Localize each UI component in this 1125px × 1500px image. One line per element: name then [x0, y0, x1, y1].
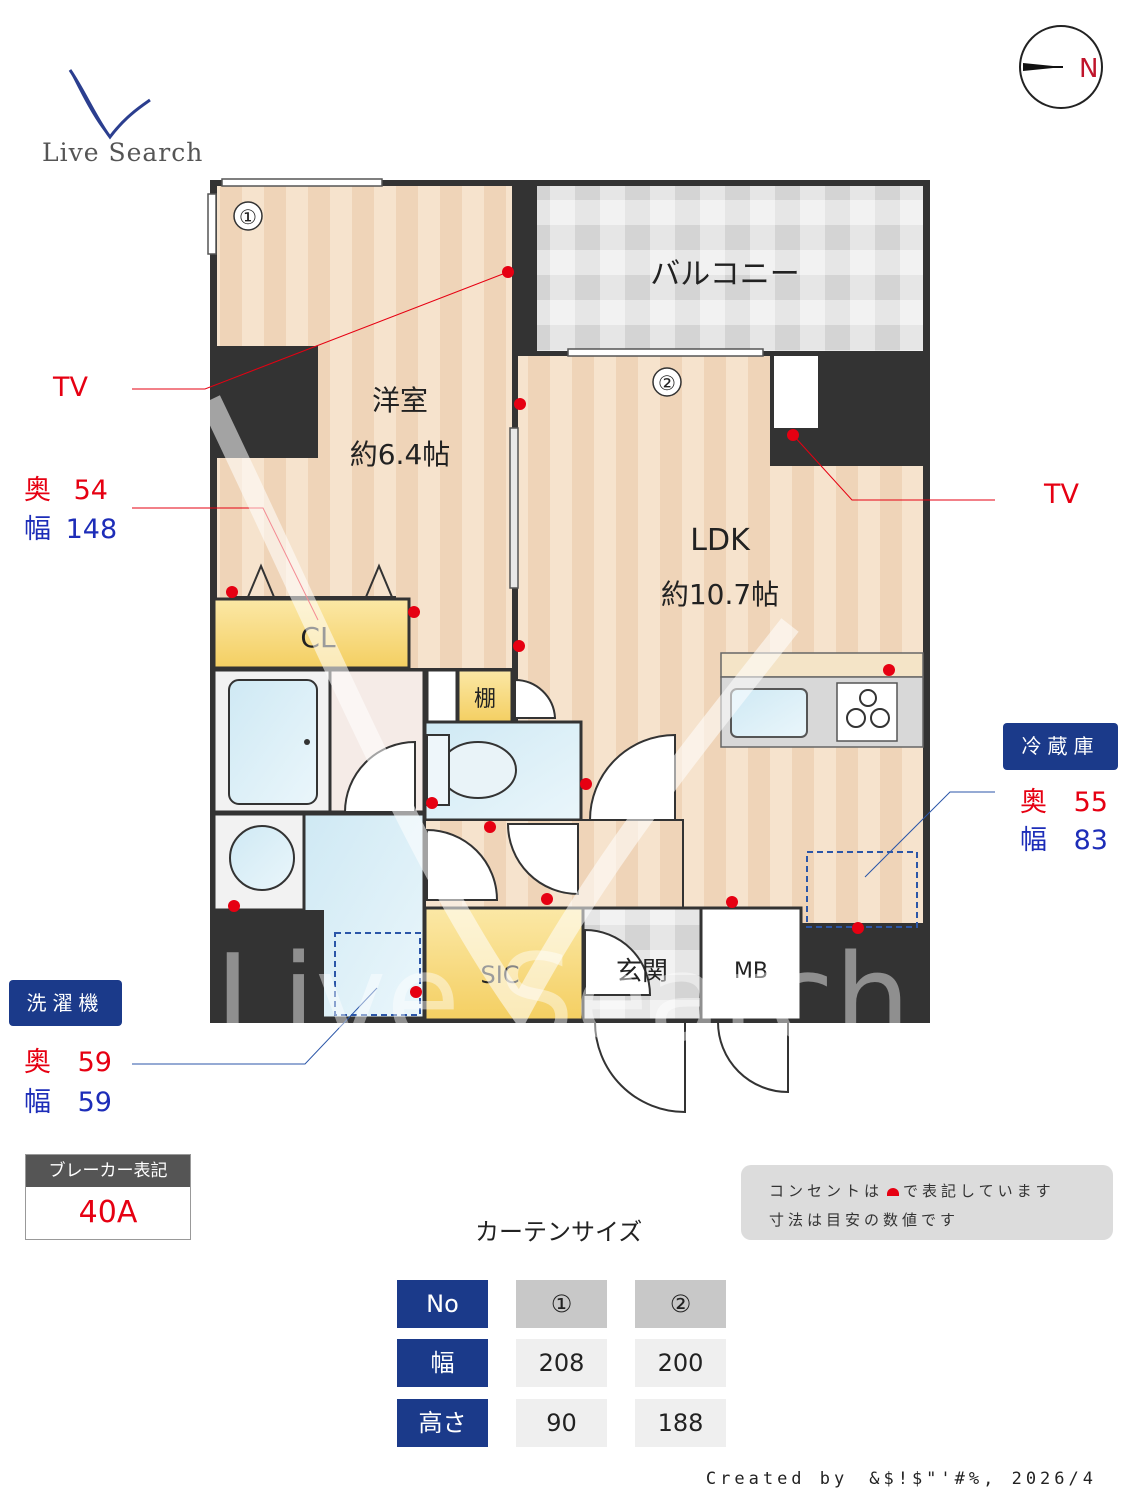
outlet-markers [226, 266, 895, 998]
washer-width-value: 59 [77, 1087, 112, 1118]
logo-mark [68, 69, 151, 140]
fridge-depth-value: 55 [1073, 787, 1108, 818]
curtain-row-height-c2: 188 [635, 1399, 726, 1447]
curtain-table-header-label: No [397, 1280, 488, 1328]
fridge-width-label: 幅 [1020, 825, 1047, 856]
curtain-row-height-label: 高さ [397, 1399, 488, 1447]
closet-depth-label: 奥 [24, 475, 51, 506]
balcony-name: バルコニー [650, 257, 799, 292]
western-room-size: 約6.4帖 [350, 438, 451, 471]
notice-line-1-pre: コンセントは [769, 1182, 884, 1200]
washer-depth-value: 59 [77, 1047, 112, 1078]
closet-depth-value: 54 [73, 475, 108, 506]
shelf-name: 棚 [474, 687, 496, 712]
fridge-width: 幅 83 [1020, 818, 1108, 857]
washer-placeholder [334, 932, 421, 1016]
closet-width-label: 幅 [24, 514, 51, 545]
washer-width-label: 幅 [24, 1087, 51, 1118]
breaker-value: 40A [78, 1195, 138, 1230]
ldk-name: LDK [690, 523, 751, 558]
tv-left-label: TV [53, 372, 88, 403]
washer-depth: 奥 59 [24, 1040, 112, 1079]
closet-width-value: 148 [65, 514, 118, 545]
fridge-depth-label: 奥 [1020, 787, 1047, 818]
curtain-marker-1: ① [239, 205, 257, 229]
notice-box: コンセントは で表記しています 寸法は目安の数値です [741, 1165, 1113, 1240]
curtain-table-header-c2: ② [635, 1280, 726, 1328]
balcony-floor [537, 186, 923, 351]
window-2 [567, 348, 764, 357]
curtain-marker-2: ② [658, 371, 676, 395]
outlet-legend-icon [887, 1187, 900, 1196]
fridge-width-value: 83 [1073, 825, 1108, 856]
watermark-text: Live Search [215, 930, 910, 1069]
ldk-size: 約10.7帖 [661, 578, 779, 611]
curtain-row-width-label: 幅 [397, 1339, 488, 1387]
closet-width: 幅 148 [24, 507, 117, 546]
fridge-depth: 奥 55 [1020, 780, 1108, 819]
western-room-name: 洋室 [372, 384, 428, 417]
compass-north-label: N [1079, 54, 1098, 84]
notice-line-2: 寸法は目安の数値です [769, 1211, 960, 1229]
curtain-row-width-c1: 208 [516, 1339, 607, 1387]
curtain-table-header-c1: ① [516, 1280, 607, 1328]
window-1 [221, 178, 383, 187]
fridge-title: 冷蔵庫 [1003, 723, 1118, 770]
compass: N [1019, 25, 1103, 109]
washbasin [229, 825, 295, 891]
notice-line-1-post: で表記しています [903, 1182, 1055, 1200]
logo-text: Live Search [42, 138, 204, 167]
mb-name: MB [734, 959, 768, 984]
shelf [456, 668, 514, 724]
meter-box [699, 906, 803, 1022]
closet-depth: 奥 54 [24, 468, 108, 507]
washer-title: 洗濯機 [9, 980, 122, 1026]
curtain-row-width-c2: 200 [635, 1339, 726, 1387]
floor-plan: ① ② 洋室 約6.4帖 バルコニー LDK 約10.7帖 CL 棚 SIC 玄… [132, 178, 995, 1114]
curtain-row-height-c1: 90 [516, 1399, 607, 1447]
bathtub [228, 679, 318, 805]
washer-depth-label: 奥 [24, 1047, 51, 1078]
tv-right-label: TV [1044, 479, 1079, 510]
curtain-table-title: カーテンサイズ [475, 1218, 643, 1246]
breaker-box: ブレーカー表記 40A [25, 1154, 191, 1240]
washer-width: 幅 59 [24, 1080, 112, 1119]
entrance-name: 玄関 [616, 957, 668, 987]
notice-line-1: コンセントは で表記しています [769, 1180, 1055, 1201]
credit-text: Created by &$!$"'#%, 2026/4 [705, 1469, 1097, 1489]
breaker-title: ブレーカー表記 [26, 1155, 190, 1187]
